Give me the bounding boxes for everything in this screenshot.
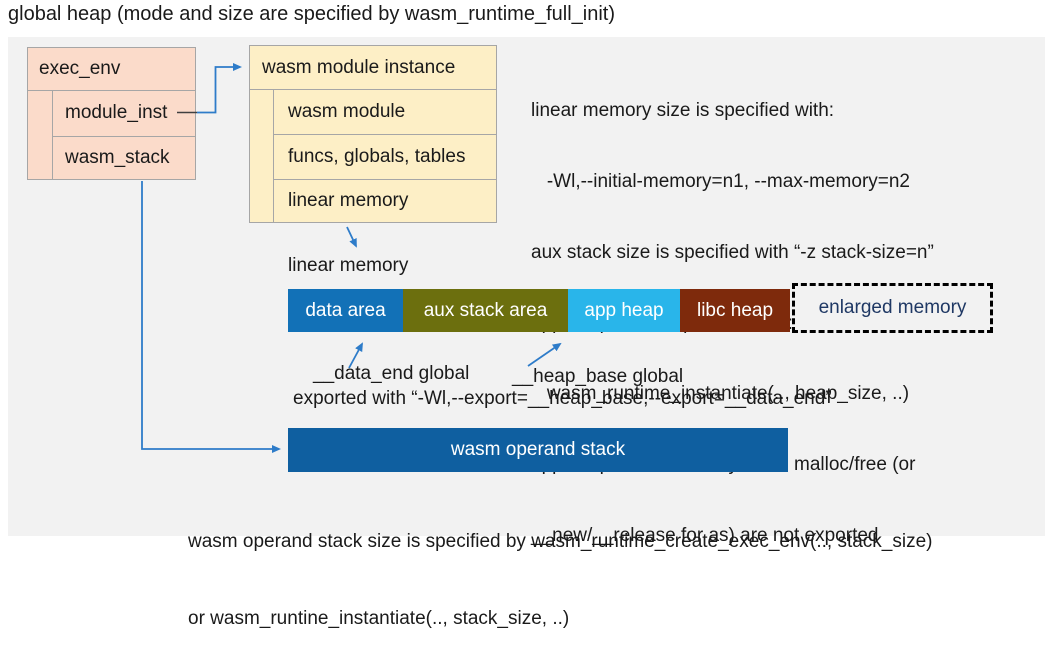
note-line: -Wl,--initial-memory=n1, --max-memory=n2 [531,170,910,192]
module-instance-row-linear-memory: linear memory [274,178,496,223]
module-instance-row-funcs-globals-tables: funcs, globals, tables [274,134,496,178]
module-instance-header: wasm module instance [250,46,496,90]
module-instance-row-wasm-module: wasm module [288,101,406,123]
note-line: or wasm_runtine_instantiate(.., stack_si… [188,607,570,629]
heap-base-global-label: __heap_base global [512,366,684,387]
segment-libc-heap: libc heap [680,289,790,332]
exec-env-row-module-inst: module_inst [65,102,168,124]
segment-enlarged-memory: enlarged memory [792,283,993,333]
note-line: __new/__release for as) are not exported [531,524,879,546]
linear-memory-label: linear memory [288,255,409,276]
diagram-title: global heap (mode and size are specified… [8,3,615,25]
wasm-operand-stack-bar: wasm operand stack [288,428,788,472]
note-line: wasm_runtime_instantiate(.., heap_size, … [531,383,910,405]
note-line: wasm operand stack size is specified by … [188,531,933,552]
module-instance-box: wasm module instance wasm module funcs, … [249,45,497,223]
segment-aux-stack-area: aux stack area [403,289,568,332]
exec-env-box: exec_env module_inst wasm_stack [27,47,196,180]
segment-data-area: data area [288,289,403,332]
exec-env-stripe [28,91,53,180]
exec-env-row-wasm-stack: wasm_stack [53,135,195,181]
diagram-page: { "colors": { "page-bg": "#ffffff", "pan… [8,3,1045,629]
module-instance-stripe [250,90,274,223]
exec-env-header: exec_env [28,48,195,91]
data-end-global-label: __data_end global [313,363,470,384]
exported-with-label: exported with “-Wl,--export=__heap_base,… [293,388,832,409]
note-line: aux stack size is specified with “-z sta… [531,241,934,263]
note-line: linear memory size is specified with: [531,100,835,122]
segment-app-heap: app heap [568,289,680,332]
operand-stack-note: wasm operand stack size is specified by … [188,478,933,657]
